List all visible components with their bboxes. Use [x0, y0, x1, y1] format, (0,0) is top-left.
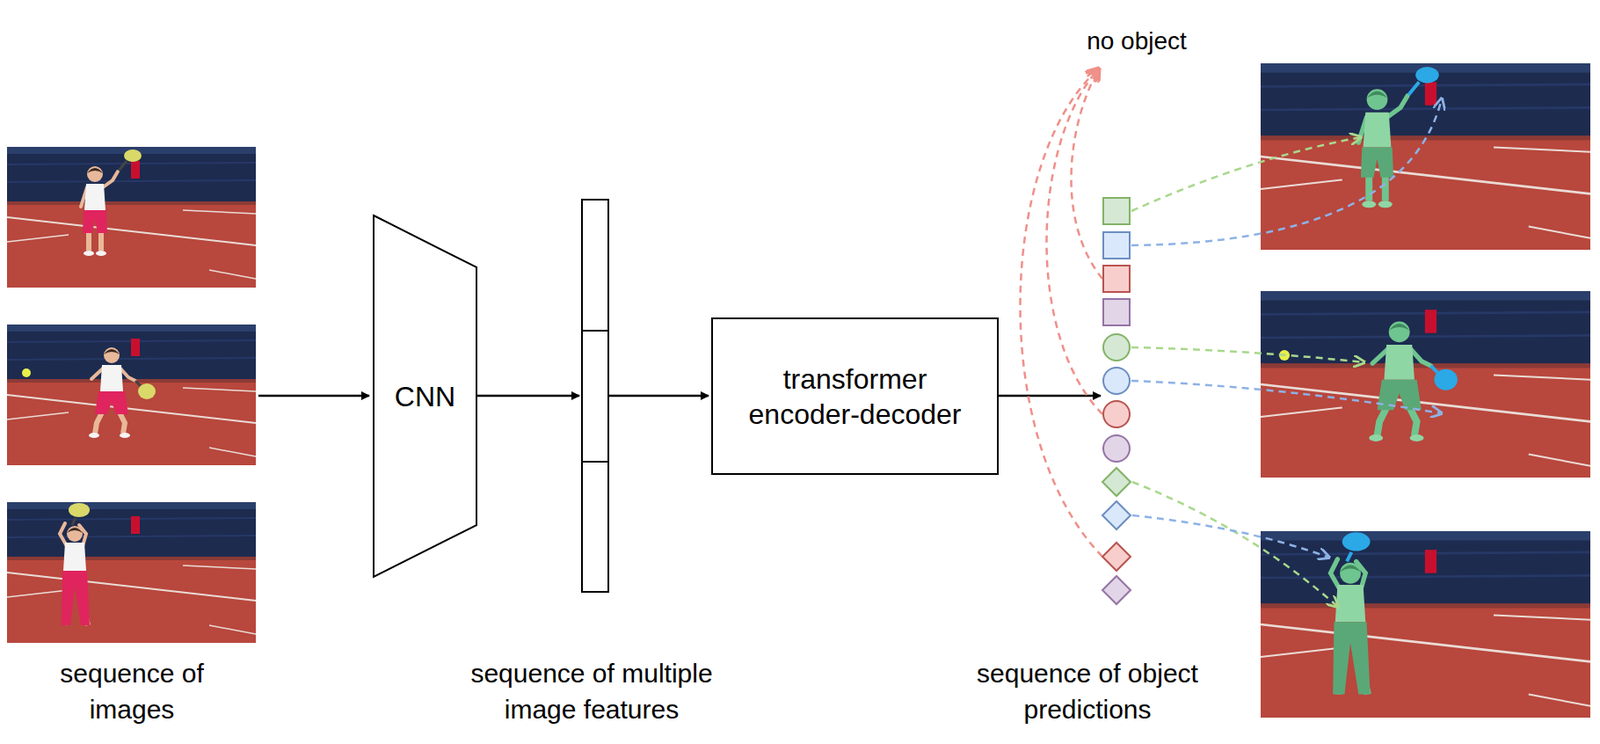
tennis-ball [21, 368, 31, 378]
match-arrow [1131, 347, 1365, 363]
match-arrow [1131, 137, 1361, 211]
no-object-arrow [1046, 68, 1103, 415]
prediction-diamond [1102, 467, 1131, 496]
prediction-diamond [1102, 542, 1131, 571]
prediction-square [1103, 298, 1130, 326]
match-arrow [1132, 515, 1330, 558]
prediction-circle [1103, 435, 1130, 462]
match-arrow [1131, 380, 1442, 414]
node-label: transformer encoder-decoder [740, 361, 971, 432]
child-mask [1358, 88, 1408, 208]
racket [68, 502, 90, 525]
caption-label: sequence of images [57, 654, 207, 728]
prediction-square [1103, 265, 1130, 292]
tennis-frame [7, 146, 256, 288]
transformer-box: transformer encoder-decoder [711, 317, 999, 475]
flow-arrow [608, 394, 709, 398]
child-mask [1330, 559, 1371, 695]
racket-mask [1342, 531, 1371, 561]
feature-divider [581, 329, 609, 332]
trapezoid-shape [373, 215, 477, 577]
no-object-arrow [1019, 68, 1103, 557]
prediction-square [1103, 197, 1130, 225]
child-figure [59, 523, 90, 626]
prediction-diamond [1102, 575, 1131, 604]
output-frame [1260, 63, 1591, 250]
no-object-label: no object [1031, 22, 1243, 59]
assignment-arrows [1019, 68, 1442, 607]
input-frame [7, 146, 256, 288]
racket-mask [1430, 365, 1457, 391]
child-figure [80, 166, 118, 256]
feature-bar [581, 199, 609, 592]
cnn-trapezoid: CNN [372, 214, 478, 578]
feature-divider [581, 460, 609, 463]
output-frame [1260, 290, 1591, 478]
tennis-frame [1260, 63, 1591, 250]
match-arrow [1131, 98, 1442, 246]
tennis-frame [1260, 530, 1591, 718]
tennis-frame [7, 324, 256, 466]
caption-label: sequence of multiple image features [442, 654, 742, 728]
input-frame [7, 501, 256, 643]
node-label: CNN [394, 378, 456, 415]
flow-arrow [258, 394, 370, 398]
racket [118, 149, 142, 171]
output-frame [1260, 530, 1591, 718]
flow-arrow [477, 394, 580, 398]
prediction-circle [1103, 334, 1130, 361]
feature-column [581, 199, 609, 592]
prediction-markers [1102, 197, 1131, 604]
racket [135, 380, 156, 400]
child-mask [1368, 320, 1431, 441]
prediction-square [1103, 232, 1130, 259]
match-arrow [1132, 481, 1339, 607]
prediction-diamond [1102, 501, 1131, 530]
caption-label: sequence of object predictions [955, 654, 1220, 728]
child-figure [88, 347, 136, 438]
racket-mask [1408, 66, 1439, 95]
prediction-circle [1103, 367, 1130, 394]
input-frame [7, 324, 256, 466]
tennis-frame [1260, 290, 1591, 478]
tennis-frame [7, 501, 256, 643]
prediction-circle [1103, 400, 1130, 428]
no-object-arrow [1070, 68, 1103, 279]
